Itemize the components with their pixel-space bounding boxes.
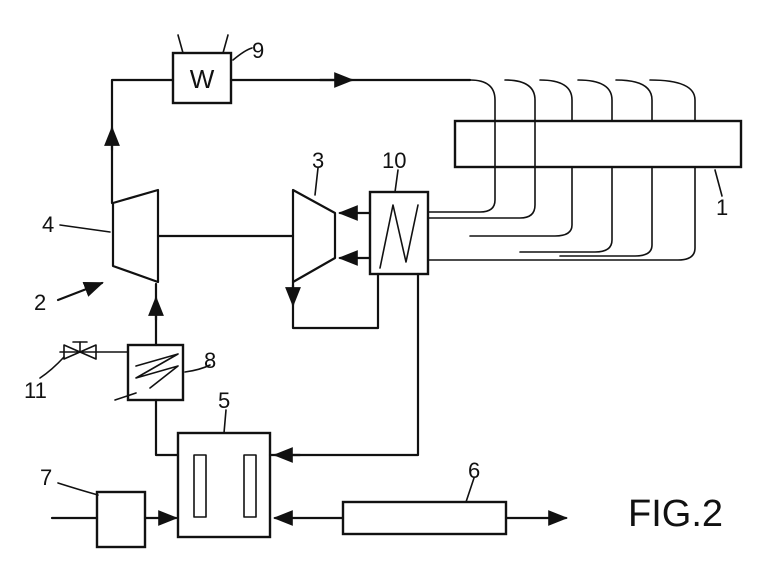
loop-c-bottom — [470, 167, 572, 236]
label-2: 2 — [34, 290, 46, 315]
label-6: 6 — [468, 458, 480, 483]
loop-f-bottom — [428, 167, 695, 260]
label-5: 5 — [218, 388, 230, 413]
loop-e-bottom — [560, 167, 652, 256]
leader-5 — [224, 410, 226, 433]
leader-2-arrow — [58, 283, 102, 300]
label-4: 4 — [42, 212, 54, 237]
leader-7 — [58, 483, 98, 495]
label-7: 7 — [40, 465, 52, 490]
component-6-bar — [343, 502, 506, 534]
leader-11 — [40, 357, 64, 378]
label-3: 3 — [312, 148, 324, 173]
loop-d-top — [578, 80, 612, 120]
component-1-bar — [455, 121, 741, 167]
label-1: 1 — [716, 195, 728, 220]
heater-9-glyph: W — [190, 64, 215, 94]
label-8: 8 — [204, 348, 216, 373]
heater-9-feed-lines — [178, 35, 228, 53]
figure-caption: FIG.2 — [628, 493, 723, 535]
component-3-compressor — [293, 190, 335, 282]
loop-e-top — [616, 80, 652, 120]
component-4-turbine — [113, 190, 158, 282]
label-11: 11 — [24, 378, 47, 403]
loop-f-top — [650, 80, 695, 120]
leader-4 — [60, 225, 110, 232]
component-7-box — [97, 492, 145, 547]
label-9: 9 — [252, 38, 264, 63]
line-5-to-8 — [156, 400, 178, 455]
leader-10 — [395, 170, 398, 192]
leader-9 — [233, 48, 252, 60]
leader-1 — [715, 170, 722, 196]
label-10: 10 — [382, 148, 406, 173]
line-3-to-10 — [293, 274, 378, 328]
loop-c-top — [540, 80, 572, 120]
line-4-to-9 — [112, 80, 173, 203]
